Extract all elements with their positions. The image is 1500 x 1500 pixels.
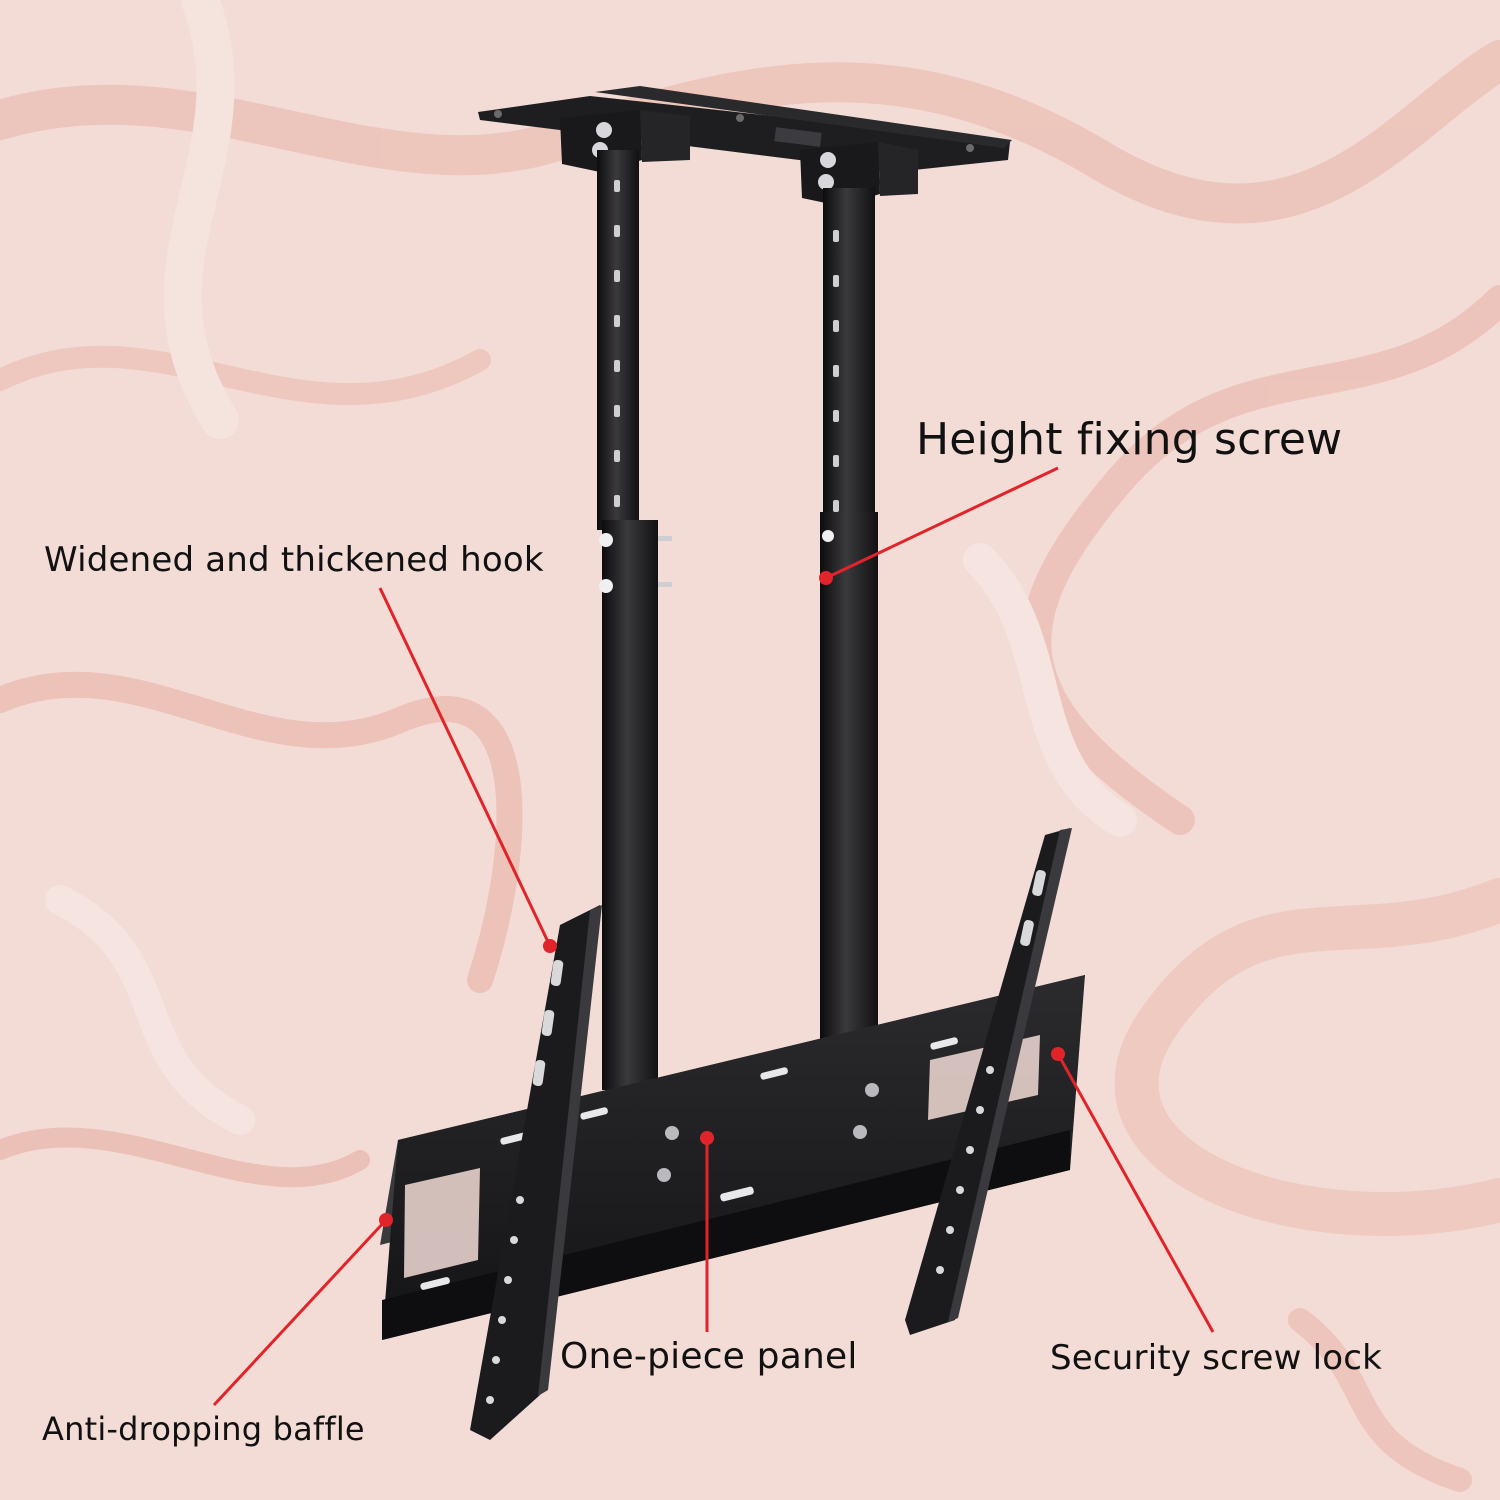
- label-height-fixing-screw: Height fixing screw: [916, 414, 1343, 465]
- callout-lines: [212, 466, 1215, 1407]
- callout-dots: [379, 571, 1065, 1227]
- telescopic-pole-left: [597, 150, 672, 1090]
- callout-line-baffle: [212, 1218, 388, 1407]
- callout-line-security: [1056, 1053, 1215, 1333]
- label-anti-dropping-baffle: Anti-dropping baffle: [42, 1410, 365, 1448]
- callout-line-hook: [378, 587, 552, 947]
- bracket-bolt-icon: [596, 122, 612, 138]
- hook-right: [905, 828, 1072, 1335]
- label-one-piece-panel: One-piece panel: [560, 1336, 858, 1377]
- callout-line-height: [825, 466, 1059, 580]
- hook-left: [470, 905, 602, 1440]
- telescopic-pole-right: [820, 188, 878, 1040]
- label-security-screw-lock: Security screw lock: [1050, 1338, 1383, 1378]
- callout-dot-security: [1051, 1047, 1065, 1061]
- callout-dot-baffle: [379, 1213, 393, 1227]
- callout-dot-hook: [543, 939, 557, 953]
- label-widened-hook: Widened and thickened hook: [44, 540, 544, 580]
- callout-dot-panel: [700, 1131, 714, 1145]
- callout-dot-height: [819, 571, 833, 585]
